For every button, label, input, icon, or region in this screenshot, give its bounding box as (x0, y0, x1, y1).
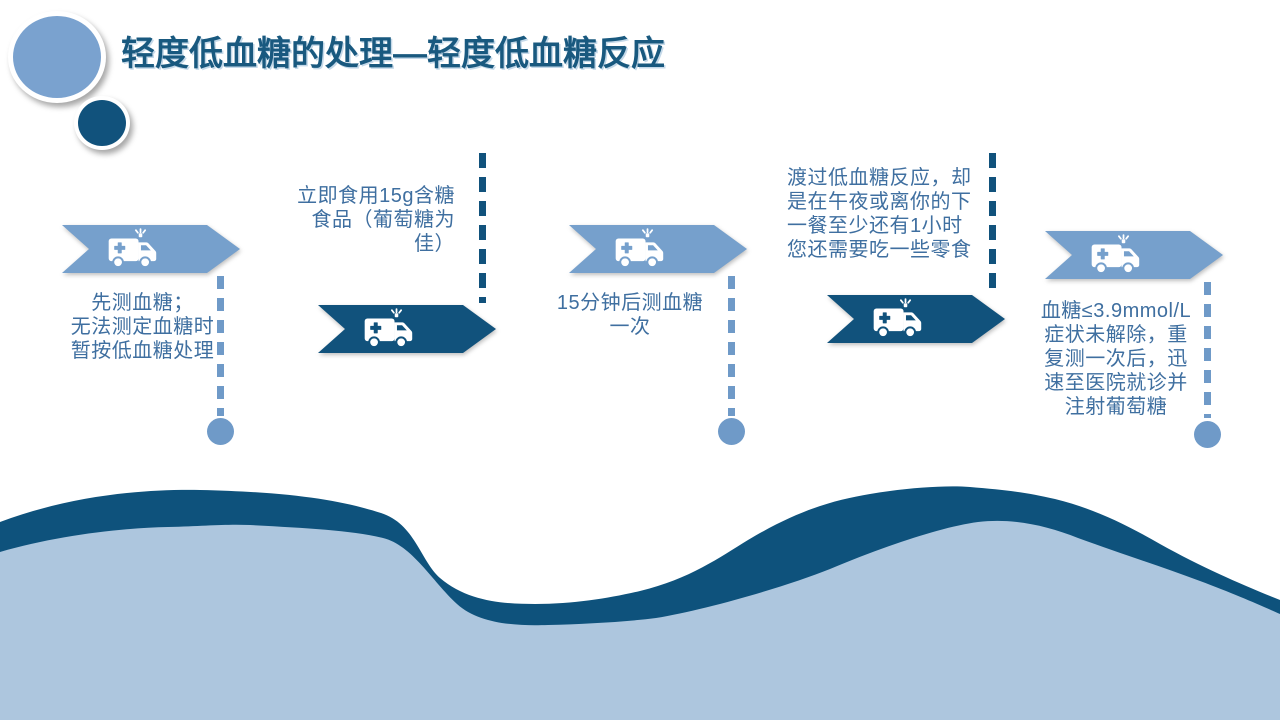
dashed-connector-2 (479, 153, 486, 303)
page-title: 轻度低血糖的处理—轻度低血糖反应 (121, 35, 665, 73)
step-label-3: 15分钟后测血糖 一次 (556, 292, 704, 338)
dashed-connector-1 (217, 276, 224, 416)
step-arrow-3 (569, 225, 747, 273)
ambulance-icon (873, 298, 922, 339)
step-label-1: 先测血糖； 无法测定血糖时 暂按低血糖处理 (70, 292, 215, 362)
step-label-4: 渡过低血糖反应，却 是在午夜或离你的下 一餐至少还有1小时 您还需要吃一些零食 (787, 167, 972, 261)
step-label-5: 血糖≤3.9mmol/L 症状未解除，重 复测一次后，迅 速至医院就诊并 注射葡… (1040, 300, 1192, 418)
ambulance-icon (615, 228, 664, 269)
connector-dot-3 (718, 418, 745, 445)
step-arrow-5 (1045, 231, 1223, 279)
connector-dot-5 (1194, 421, 1221, 448)
step-arrow-2 (318, 305, 496, 353)
wave-footer (0, 486, 1280, 720)
step-arrow-4 (827, 295, 1005, 343)
ambulance-icon (108, 228, 157, 269)
connector-dot-1 (207, 418, 234, 445)
ambulance-icon (1091, 234, 1140, 275)
step-arrow-1 (62, 225, 240, 273)
dashed-connector-4 (989, 153, 996, 293)
dashed-connector-3 (728, 276, 735, 416)
decor-circle-small (74, 96, 130, 150)
decor-circle-large (8, 11, 106, 103)
step-label-2: 立即食用15g含糖 食品（葡萄糖为 佳） (297, 185, 455, 255)
ambulance-icon (364, 308, 413, 349)
dashed-connector-5 (1204, 282, 1211, 418)
